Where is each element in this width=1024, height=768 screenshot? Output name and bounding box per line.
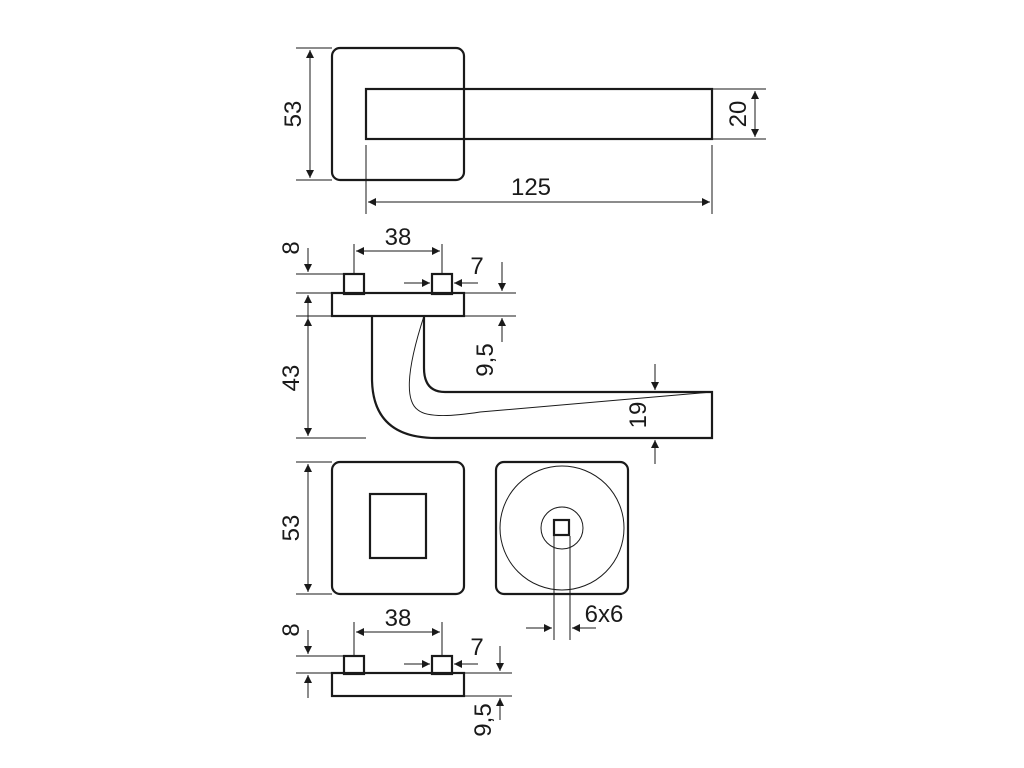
lever-edge-line — [408, 315, 713, 417]
spindle-square — [552, 518, 571, 537]
pin-right-bottom — [430, 654, 454, 676]
pin-left-side — [342, 272, 366, 296]
dim-pin-width-top: 7 — [470, 253, 483, 280]
dim-lever-thickness: 20 — [725, 101, 752, 128]
rose-front-left — [330, 460, 466, 596]
dim-lever-length: 125 — [511, 174, 551, 201]
rose-top-view — [330, 46, 466, 182]
pin-left-bottom — [342, 654, 366, 676]
top-view: 53 20 125 — [280, 46, 766, 214]
side-view: 38 8 7 9,5 43 19 — [278, 224, 714, 464]
dim-lever-projection: 43 — [278, 365, 305, 392]
dim-rose-thickness-bottom: 9,5 — [470, 703, 497, 736]
pin-right-side — [430, 272, 454, 296]
lever-side-view — [370, 316, 714, 440]
square-opening — [368, 492, 428, 560]
round-escutcheon — [499, 465, 625, 591]
dim-lever-end-height: 19 — [625, 402, 652, 429]
rose-side-view — [330, 291, 466, 318]
lever-top-view — [364, 87, 714, 141]
spindle-hole-circle — [540, 506, 584, 550]
dim-pin-height-top: 8 — [278, 241, 305, 254]
dim-pin-spacing-bottom: 38 — [385, 605, 412, 632]
dim-rose-height-bottom: 53 — [278, 515, 305, 542]
dim-pin-width-bottom: 7 — [470, 634, 483, 661]
rose-front-right — [494, 460, 630, 596]
rose-side-bottom — [330, 671, 466, 698]
front-views: 53 6x6 — [278, 460, 630, 640]
dim-pin-spacing-top: 38 — [385, 224, 412, 251]
dim-pin-height-bottom: 8 — [278, 623, 305, 636]
dim-rose-height-top: 53 — [280, 101, 307, 128]
dim-spindle-size: 6x6 — [585, 601, 624, 628]
dim-rose-thickness-top: 9,5 — [472, 343, 499, 376]
bottom-rose-side-view: 38 8 7 9,5 — [278, 605, 512, 737]
